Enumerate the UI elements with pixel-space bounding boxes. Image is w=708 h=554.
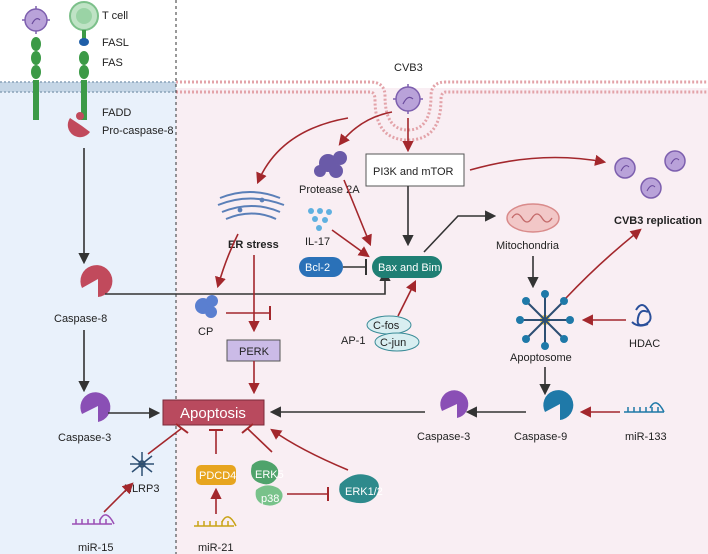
- perk-label: PERK: [239, 346, 270, 358]
- caspase3-icon: [440, 390, 469, 418]
- cvb3-replication-label: CVB3 replication: [614, 215, 702, 227]
- cp-label: CP: [198, 326, 213, 338]
- mirna-icon: [624, 402, 665, 413]
- il17-label: IL-17: [305, 236, 330, 248]
- erk5-label: ERK5: [255, 469, 284, 481]
- caspase3-right-label: Caspase-3: [417, 431, 470, 443]
- bcl2-label: Bcl-2: [305, 262, 330, 274]
- apoptosis-box: [162, 399, 265, 426]
- cell-membrane: [176, 80, 708, 132]
- pdcd4-label: PDCD4: [199, 470, 236, 482]
- fadd-label: FADD: [102, 107, 131, 119]
- mir21-label: miR-21: [198, 542, 233, 554]
- mirna-icon: [72, 514, 115, 525]
- pdcd4-box: [196, 465, 236, 485]
- apoptosome-label: Apoptosome: [510, 352, 572, 364]
- il17-icon: [308, 208, 332, 231]
- mirna-icon: [194, 516, 237, 527]
- erk-icon: [251, 460, 283, 506]
- protease2a-label: Protease 2A: [299, 184, 360, 196]
- virus-icon: [614, 150, 686, 199]
- mir15-label: miR-15: [78, 542, 113, 554]
- p38-label: p38: [261, 493, 279, 505]
- caspase3-icon: [80, 392, 111, 422]
- cvb3-label: CVB3: [394, 62, 423, 74]
- hdac-label: HDAC: [629, 338, 660, 350]
- fasl-fas-icon: [79, 38, 89, 120]
- bax-bim-box: [372, 256, 442, 278]
- cp-icon: [195, 295, 218, 318]
- fas-label: FAS: [102, 57, 123, 69]
- erk12-label: ERK1/2: [345, 486, 383, 498]
- protease-icon: [314, 151, 347, 178]
- mitochondria-icon: [506, 203, 560, 233]
- erk-icon: [339, 474, 379, 504]
- pi3k-mtor-label: PI3K and mTOR: [373, 166, 454, 178]
- hdac-icon: [631, 304, 652, 327]
- t-cell-label: T cell: [102, 10, 128, 22]
- cjun-box: [374, 332, 420, 352]
- caspase8-label: Caspase-8: [54, 313, 107, 325]
- virus-icon: [393, 84, 423, 114]
- cfos-label: C-fos: [373, 320, 400, 332]
- fasl-label: FASL: [102, 37, 129, 49]
- extracellular-region: [0, 88, 176, 554]
- caspase8-icon: [80, 265, 113, 297]
- cjun-label: C-jun: [380, 337, 406, 349]
- fas-receptor-icon: [31, 37, 41, 120]
- mir133-label: miR-133: [625, 431, 667, 443]
- left-membrane: [0, 82, 176, 92]
- er-stress-label: ER stress: [228, 239, 279, 251]
- nlrp3-label: NLRP3: [124, 483, 159, 495]
- virus-icon: [22, 6, 50, 34]
- apoptosis-label: Apoptosis: [180, 405, 246, 422]
- bcl2-box: [299, 257, 343, 277]
- pi3k-mtor-box: [365, 153, 465, 187]
- t-cell-icon: [69, 1, 99, 40]
- nlrp3-icon: [130, 452, 154, 476]
- bax-bim-label: Bax and Bim: [378, 262, 440, 274]
- apoptosome-icon: [516, 290, 574, 350]
- caspase9-icon: [543, 390, 574, 420]
- er-icon: [217, 191, 285, 220]
- caspase3-left-label: Caspase-3: [58, 432, 111, 444]
- caspase9-label: Caspase-9: [514, 431, 567, 443]
- ap1-label: AP-1: [341, 335, 365, 347]
- pro-caspase8-icon: [67, 118, 90, 138]
- pro-caspase8-label: Pro-caspase-8: [102, 125, 174, 137]
- mitochondria-label: Mitochondria: [496, 240, 560, 252]
